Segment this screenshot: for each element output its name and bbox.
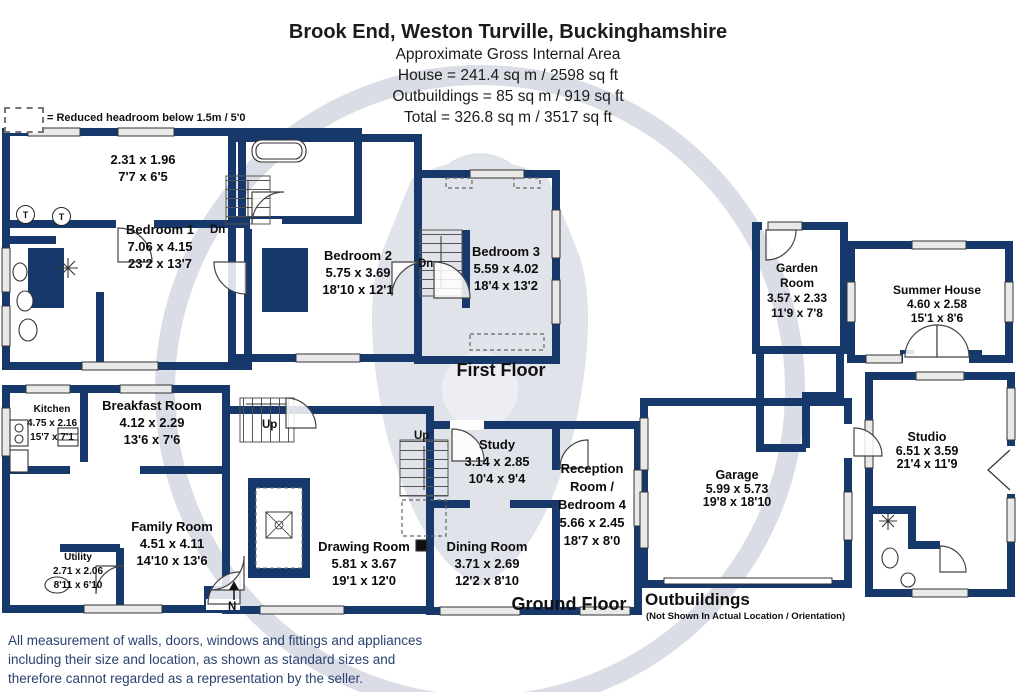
stairs-down-label: Dn <box>418 258 434 270</box>
appliance-icon <box>9 449 29 473</box>
outbuildings-note: (Not Shown In Actual Location / Orientat… <box>646 611 846 622</box>
total-area: Total = 326.8 sq m / 3517 sq ft <box>403 109 613 126</box>
house-area: House = 241.4 sq m / 2598 sq ft <box>397 67 619 84</box>
staircase-glyphs <box>225 175 463 497</box>
studio-label: Studio 6.51 x 3.59 21'4 x 11'9 <box>895 430 959 471</box>
north-label: N <box>228 601 237 613</box>
shower-icon <box>879 512 897 530</box>
dining-room-label: Dining Room 3.71 x 2.69 12'2 x 8'10 <box>446 539 528 588</box>
kitchen-label: Kitchen 4.75 x 2.16 15'7 x 7'1 <box>26 404 78 443</box>
study-label: Study 3.14 x 2.85 10'4 x 9'4 <box>464 437 530 486</box>
disclaimer: All measurement of walls, doors, windows… <box>8 633 423 686</box>
stairs-down-label: Dn <box>210 224 226 236</box>
reduced-headroom-legend: = Reduced headroom below 1.5m / 5'0 <box>47 112 246 124</box>
breakfast-room-label: Breakfast Room 4.12 x 2.29 13'6 x 7'6 <box>102 398 202 447</box>
door-arcs <box>95 191 1011 605</box>
bedroom3-label: Bedroom 3 5.59 x 4.02 18'4 x 13'2 <box>472 244 540 293</box>
inglenook-fireplace-icon <box>255 487 303 569</box>
eaves-room-label: 2.31 x 1.96 7'7 x 6'5 <box>110 152 176 184</box>
window-glyphs <box>1 127 1016 616</box>
sink-icon <box>12 262 28 282</box>
plan-title: Brook End, Weston Turville, Buckinghamsh… <box>288 21 728 43</box>
fireplace-icon <box>415 539 428 552</box>
ground-floor-title: Ground Floor <box>511 594 627 614</box>
toilet-icon <box>881 547 899 569</box>
plan-subtitle: Approximate Gross Internal Area <box>395 46 621 63</box>
reduced-headroom-areas <box>401 177 545 537</box>
first-floor-title: First Floor <box>456 360 546 380</box>
garden-room-label: Garden Room 3.57 x 2.33 11'9 x 7'8 <box>766 261 828 320</box>
garage-label: Garage 5.99 x 5.73 19'8 x 18'10 <box>702 468 772 509</box>
drawing-room-label: Drawing Room 5.81 x 3.67 19'1 x 12'0 <box>318 539 410 588</box>
bedroom2-label: Bedroom 2 5.75 x 3.69 18'10 x 12'1 <box>322 248 394 297</box>
toilet-icon <box>16 290 34 312</box>
stairs-up-label: Up <box>414 430 430 442</box>
shower-icon <box>58 258 78 278</box>
bedroom1-label: Bedroom 1 7.06 x 4.15 23'2 x 13'7 <box>126 222 194 271</box>
family-room-label: Family Room 4.51 x 4.11 14'10 x 13'6 <box>131 519 213 568</box>
oven-icon <box>57 427 79 447</box>
sink-icon <box>900 572 916 588</box>
reception-bedroom4-label: Reception Room / Bedroom 4 5.66 x 2.45 1… <box>558 461 626 548</box>
tank-symbol: T <box>52 207 71 226</box>
outbuildings-area: Outbuildings = 85 sq m / 919 sq ft <box>392 88 624 105</box>
outbuildings-title: Outbuildings <box>645 590 750 609</box>
utility-label: Utility 2.71 x 2.06 8'11 x 6'10 <box>52 552 104 591</box>
bathroom-kitchen-fixtures <box>9 139 916 594</box>
summer-house-label: Summer House 4.60 x 2.58 15'1 x 8'6 <box>892 283 982 325</box>
reduced-headroom-swatch <box>4 107 44 133</box>
toilet-icon <box>18 318 38 342</box>
north-arrow-icon <box>229 581 239 600</box>
utility-basin-icon <box>44 576 70 594</box>
tank-symbol: T <box>16 205 35 224</box>
stairs-up-label: Up <box>262 419 278 431</box>
